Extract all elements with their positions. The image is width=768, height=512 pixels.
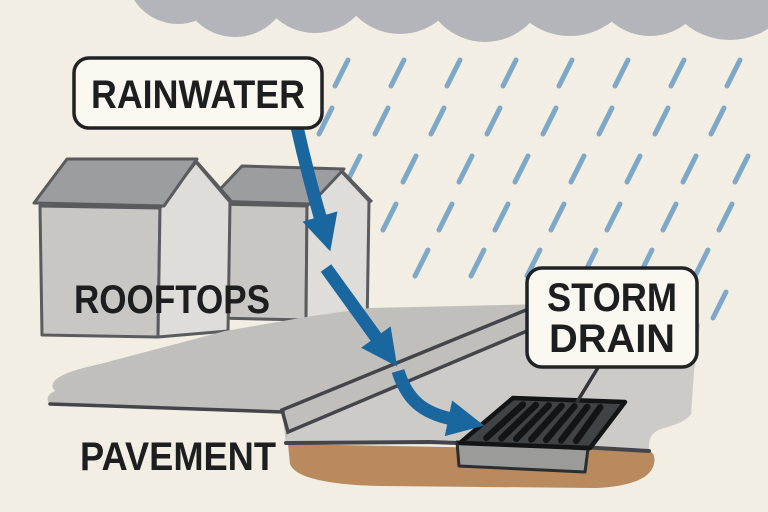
rain-streak (710, 289, 729, 321)
rain-streak (668, 57, 687, 89)
drain-slat (542, 403, 578, 444)
rain-streak (556, 57, 575, 89)
label-connector-line (575, 365, 601, 403)
rainfall (316, 57, 751, 321)
rain-streak (680, 153, 699, 185)
flow-arrow-2 (320, 264, 398, 367)
house-right-roof-edge (338, 167, 374, 204)
rain-streak (412, 247, 431, 279)
rain-streak (692, 247, 711, 279)
rain-streak (468, 247, 487, 279)
drain-slat (528, 402, 565, 443)
cloud-lobe (510, 0, 630, 36)
curb-line (48, 402, 285, 414)
flow-arrow-3 (391, 368, 485, 437)
rain-streak (500, 57, 519, 89)
rain-streak (716, 201, 735, 233)
rain-streak (372, 105, 391, 137)
house-left-roof-edge (194, 160, 234, 203)
rain-streak (652, 105, 671, 137)
storm-drain (455, 395, 628, 474)
drain-slat (572, 404, 604, 445)
rain-streak (484, 105, 503, 137)
rain-streak (732, 153, 751, 185)
rain-streak (524, 247, 543, 279)
cloud-lobe (426, 0, 544, 42)
rain-streak (388, 57, 407, 89)
storm-cloud-icon (134, 0, 768, 42)
drain-slat (513, 402, 552, 443)
rain-streak (540, 105, 559, 137)
drain-grate-slats (483, 401, 604, 445)
storm-drain-label-line1: STORM (547, 276, 677, 320)
rain-streak (512, 153, 531, 185)
flow-arrow-1 (290, 125, 338, 252)
rain-streak (568, 153, 587, 185)
rain-streak (660, 201, 679, 233)
rainwater-label-text: RAINWATER (91, 73, 305, 117)
drain-slat (483, 401, 527, 442)
rain-streak (332, 57, 351, 89)
drain-slat (557, 403, 591, 444)
rainwater-label: RAINWATER (72, 56, 324, 130)
storm-drain-label-line2: DRAIN (549, 317, 675, 361)
house-left (32, 157, 234, 339)
rain-streak (548, 201, 567, 233)
storm-drain-label: STORM DRAIN (525, 266, 699, 369)
rain-streak (624, 153, 643, 185)
rain-streak (612, 57, 631, 89)
flow-arrows (290, 125, 485, 437)
cloud-lobe (666, 0, 768, 40)
pavement-caption: PAVEMENT (80, 435, 276, 479)
rain-streak (428, 105, 447, 137)
cloud-lobe (344, 0, 456, 34)
rain-streak (708, 105, 727, 137)
house-left-roof (32, 157, 199, 208)
rain-streak (316, 105, 335, 137)
rainwater-label-box (72, 56, 324, 130)
rain-streak (400, 153, 419, 185)
rain-streak (444, 57, 463, 89)
rain-streak (724, 57, 743, 89)
rain-streak (604, 201, 623, 233)
cloud-lobe (262, 0, 368, 33)
cloud-lobe (183, 0, 287, 37)
rain-streak (456, 153, 475, 185)
storm-drain-label-box (525, 266, 699, 369)
rain-streak (596, 105, 615, 137)
drain-slat (498, 401, 540, 442)
rain-streak (492, 201, 511, 233)
rain-streak (380, 201, 399, 233)
rooftops-caption: ROOFTOPS (74, 278, 270, 322)
rain-streak (436, 201, 455, 233)
